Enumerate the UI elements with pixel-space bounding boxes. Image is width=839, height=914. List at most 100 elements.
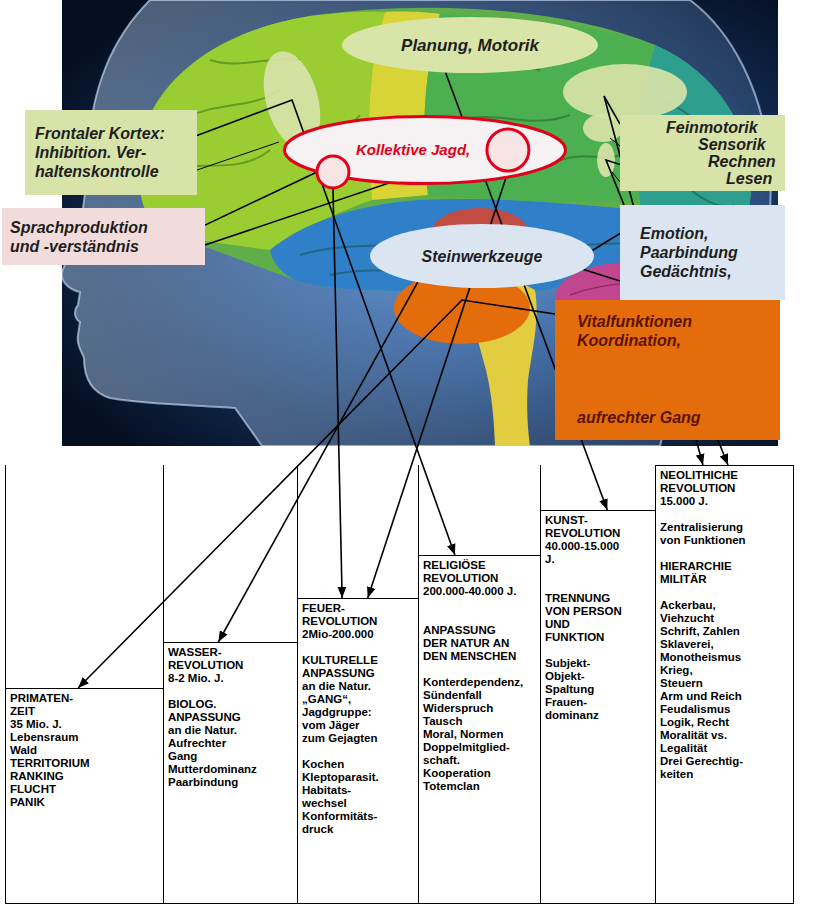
text-group: FEUER- REVOLUTION2Mio-200.000KULTURELLE … [302,602,384,836]
label-box: Sprachproduktion und -verständnis [2,208,205,265]
connector-arrow [592,234,620,251]
column-text: Totemclan [423,780,480,793]
column-text: Habitats- wechsel [302,784,351,810]
column-text: Steuern [660,677,703,690]
column-text: Mutterdominanz [168,763,257,776]
label-box: Emotion, Paarbindung Gedächtnis, [620,205,785,300]
label-box: FeinmotorikSensorikRechnenLesen [620,115,785,191]
column-text: KUNST- REVOLUTION [545,514,620,540]
brain-area-ellipse: Planung, Motorik [342,17,598,73]
column-text: FLUCHT [10,783,56,796]
area-label: Frontaler Kortex: Inhibition. Ver- halte… [35,124,175,181]
text-group: WASSER- REVOLUTION8-2 Mio. J.BIOLOG. ANP… [168,646,257,789]
column-text: Tausch [423,715,462,728]
column-text: 35 Mio. J. [10,718,62,731]
area-label: Emotion, Paarbindung Gedächtnis, [640,224,738,281]
text-group: Steinwerkzeuge [422,247,543,266]
column-text: Moralität vs. Legalität [660,729,755,755]
column-text: RELIGIÖSE REVOLUTION [423,559,498,585]
text-group: Emotion, Paarbindung Gedächtnis, [640,224,738,281]
area-label: Planung, Motorik [401,35,539,56]
column-text: KULTURELLE ANPASSUNG an die Natur. [302,654,384,693]
area-label: Lesen [726,170,772,187]
column-text: Zentralisierung von Funktionen [660,521,755,547]
text-group: Sprachproduktion und -verständnis [10,218,170,256]
area-label: Sensorik [698,136,766,153]
column-text: Drei Gerechtig- keiten [660,755,755,781]
brain-area-ellipse: Steinwerkzeuge [370,224,594,288]
column-text: TERRITORIUM [10,757,90,770]
column-text: Aufrechter Gang [168,737,226,763]
column-text: Kleptoparasit. [302,771,379,784]
column-text: 15.000 J. [660,495,708,508]
column-text: 8-2 Mio. J. [168,672,224,685]
connector-arrow [584,270,620,281]
column-text: Kooperation [423,767,491,780]
column-text: Widerspruch [423,702,493,715]
text-group: Vitalfunktionen Koordination,aufrechter … [577,312,701,427]
column-text: Kochen [302,758,344,771]
connector-arrow [333,189,342,599]
column-text: Doppelmitglied- schaft. [423,741,510,767]
area-label: Rechnen [708,153,776,170]
column-text: Konformitäts- druck [302,810,377,836]
period-column: KUNST- REVOLUTION40.000-15.000 J. TRENNUN… [540,510,656,904]
area-circle [487,129,529,171]
label-box: Vitalfunktionen Koordination,aufrechter … [555,300,780,440]
leader-line [197,142,279,170]
column-text: Monotheismus [660,651,741,664]
connector-arrow [218,282,417,642]
period-column: PRIMATEN- ZEIT35 Mio. J.Lebensraum WaldT… [5,688,164,904]
column-text: PRIMATEN- ZEIT [10,692,73,718]
column-text: Lebensraum Wald [10,731,78,757]
column-text: WASSER- REVOLUTION [168,646,243,672]
text-group: RELIGIÖSE REVOLUTION200.000-40.000 J.ANP… [423,559,523,793]
column-text: 200.000-40.000 J. [423,585,516,598]
column-text: Sklaverei, [660,638,714,651]
period-column: WASSER- REVOLUTION8-2 Mio. J.BIOLOG. ANP… [163,642,298,904]
ellipse-shape [370,224,594,288]
text-group: KUNST- REVOLUTION40.000-15.000 J. TRENNUN… [545,514,627,722]
column-text: Paarbindung [168,776,238,789]
connector-arrow [78,300,555,688]
area-label: Vitalfunktionen Koordination, [577,312,692,350]
area-label: Sprachproduktion und -verständnis [10,218,170,256]
label-box: Frontaler Kortex: Inhibition. Ver- halte… [25,110,197,195]
column-text: Feudalismus [660,703,730,716]
column-text: Arm und Reich [660,690,742,703]
text-group: Kollektive Jagd, [356,141,470,159]
column-text: Konterdependenz, [423,676,523,689]
area-label: Steinwerkzeuge [422,247,543,266]
area-label: Kollektive Jagd, [356,141,470,159]
column-text: TRENNUNG VON PERSON UND FUNKTION [545,592,627,644]
column-text: RANKING [10,770,64,783]
text-group: FeinmotorikSensorikRechnenLesen [620,119,776,187]
column-text: Jagdgruppe: vom Jäger zum Gejagten [302,706,381,745]
text-group: Frontaler Kortex: Inhibition. Ver- halte… [35,124,175,181]
column-text: NEOLITHICHE REVOLUTION [660,469,738,495]
text-group: Planung, Motorik [401,35,539,56]
column-text: 2Mio-200.000 [302,628,374,641]
column-text: Ackerbau, [660,599,716,612]
column-text: Sündenfall [423,689,482,702]
table-rules [6,465,794,904]
text-group: PRIMATEN- ZEIT35 Mio. J.Lebensraum WaldT… [10,692,90,809]
brain-area-ellipse: Kollektive Jagd, [283,115,567,185]
column-text: Moral, Normen [423,728,504,741]
column-text: Schrift, Zahlen [660,625,740,638]
column-text: Logik, Recht [660,716,729,729]
ellipse-shape [342,17,598,73]
period-column: NEOLITHICHE REVOLUTION15.000 J. Zentralis… [655,465,794,904]
area-circle [317,156,349,188]
column-text: PANIK [10,796,45,809]
column-text: Frauen- dominanz [545,696,599,722]
area-label: Feinmotorik [666,119,758,136]
column-text: HIERARCHIE MILITÄR [660,560,732,586]
connector-arrow [205,172,317,225]
period-column: FEUER- REVOLUTION2Mio-200.000KULTURELLE … [297,598,419,904]
column-text: Subjekt- Objekt- Spaltung [545,657,594,696]
column-text: „GANG“, [302,693,351,706]
column-text: 40.000-15.000 J. [545,540,625,566]
column-text: FEUER- REVOLUTION [302,602,377,628]
